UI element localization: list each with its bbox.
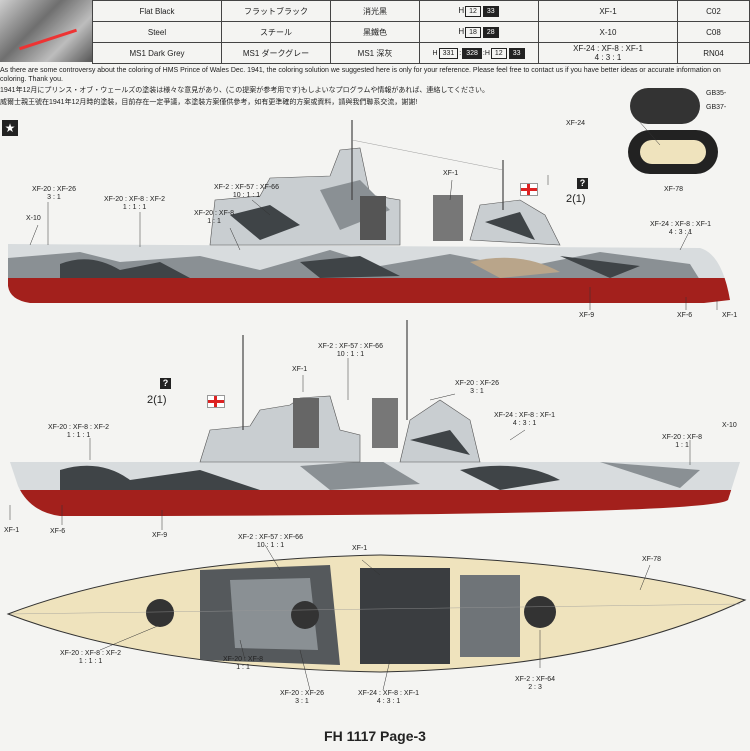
color-name-en: MS1 Dark Grey xyxy=(92,42,222,64)
label-lower-x10: X-10 xyxy=(722,422,737,429)
note-english: As there are some controversy about the … xyxy=(0,67,721,83)
upper-ship xyxy=(8,120,730,303)
paint-photo-thumbnail xyxy=(0,0,92,62)
label-lower-xf6: XF-6 xyxy=(50,528,66,535)
leader-lines xyxy=(9,119,718,691)
c-code: RN04 xyxy=(677,42,750,64)
ensign-flag-icon xyxy=(520,183,538,196)
xf-code: XF-24 : XF-8 : XF-1 4 : 3 : 1 xyxy=(538,42,678,64)
question-mark-icon: ? xyxy=(577,178,588,189)
label-upper-xf9: XF-9 xyxy=(579,312,595,319)
label-xf24: XF-24 xyxy=(566,120,586,127)
label-gb37: GB37- xyxy=(706,104,727,111)
label-xf78: XF-78 xyxy=(664,186,684,193)
label-gb35: GB35- xyxy=(706,90,727,97)
label-upper-xf1: XF-1 xyxy=(443,170,459,177)
question-mark-icon: ? xyxy=(160,378,171,389)
note-chinese: 威爾士親王號在1941年12月時的塗裝，目前存在一定爭議，本塗裝方案僅供參考，如… xyxy=(0,99,418,106)
flag-decal-ref: 2(1) xyxy=(566,193,586,205)
label-lower-xf1: XF-1 xyxy=(292,366,308,373)
label-upper-xf6: XF-6 xyxy=(677,312,693,319)
page-footer: FH 1117 Page-3 xyxy=(324,728,426,744)
deck-plan xyxy=(6,554,747,673)
label-deck-xf78: XF-78 xyxy=(642,556,662,563)
flag-decal-ref: 2(1) xyxy=(147,394,167,406)
lower-ship xyxy=(10,320,740,516)
note-japanese: 1941年12月にプリンス・オブ・ウェールズの塗装は様々な意見があり、(この提案… xyxy=(0,87,489,94)
label-upper-xf1-stern: XF-1 xyxy=(722,312,738,319)
ensign-flag-icon xyxy=(207,395,225,408)
label-deck-xf1: XF-1 xyxy=(352,545,368,552)
star-icon: ★ xyxy=(2,120,18,136)
label-upper-x10: X-10 xyxy=(26,215,41,222)
label-lower-xf1-bow: XF-1 xyxy=(4,527,20,534)
paint-chip-icons xyxy=(628,88,718,174)
label-lower-xf9: XF-9 xyxy=(152,532,168,539)
